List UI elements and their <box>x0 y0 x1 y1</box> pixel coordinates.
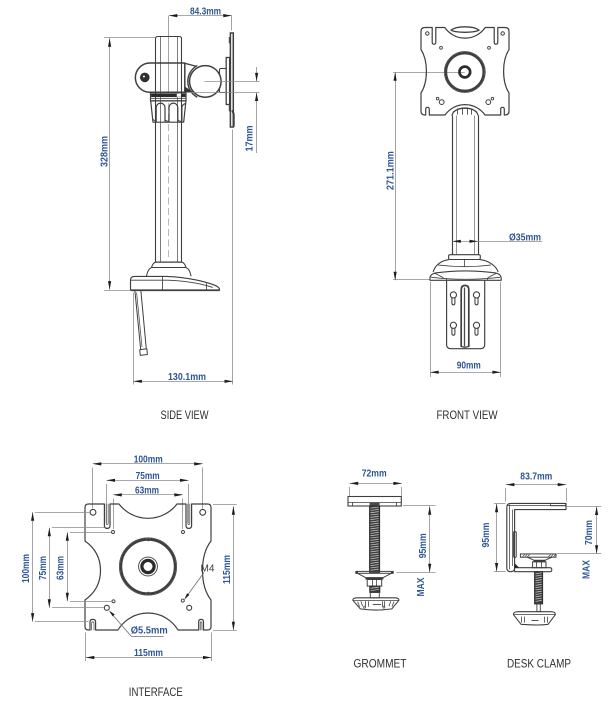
svg-text:115mm: 115mm <box>134 648 163 659</box>
svg-text:M4: M4 <box>201 563 215 574</box>
svg-text:FRONT VIEW: FRONT VIEW <box>437 410 498 422</box>
svg-text:130.1mm: 130.1mm <box>168 372 206 383</box>
svg-text:328mm: 328mm <box>100 136 111 167</box>
svg-text:17mm: 17mm <box>245 125 256 151</box>
svg-text:MAX: MAX <box>416 577 427 596</box>
svg-text:100mm: 100mm <box>134 455 163 466</box>
svg-text:Ø5.5mm: Ø5.5mm <box>131 625 168 636</box>
svg-text:95mm: 95mm <box>481 522 492 547</box>
svg-text:84.3mm: 84.3mm <box>190 6 221 17</box>
svg-text:271.1mm: 271.1mm <box>386 151 397 190</box>
svg-text:70mm: 70mm <box>584 520 595 545</box>
svg-text:83.7mm: 83.7mm <box>520 472 552 483</box>
svg-text:115mm: 115mm <box>222 555 233 584</box>
svg-text:75mm: 75mm <box>136 471 160 482</box>
svg-text:DESK CLAMP: DESK CLAMP <box>507 659 571 671</box>
svg-text:100mm: 100mm <box>21 554 32 583</box>
svg-text:63mm: 63mm <box>56 556 67 580</box>
svg-text:SIDE VIEW: SIDE VIEW <box>161 410 209 422</box>
svg-text:INTERFACE: INTERFACE <box>129 687 183 699</box>
svg-text:MAX: MAX <box>582 560 593 579</box>
svg-text:75mm: 75mm <box>38 556 49 580</box>
svg-text:90mm: 90mm <box>457 360 481 371</box>
svg-text:GROMMET: GROMMET <box>354 659 407 671</box>
svg-text:72mm: 72mm <box>362 469 387 480</box>
svg-text:63mm: 63mm <box>135 486 159 497</box>
svg-text:Ø35mm: Ø35mm <box>509 232 541 243</box>
svg-text:95mm: 95mm <box>418 533 429 558</box>
